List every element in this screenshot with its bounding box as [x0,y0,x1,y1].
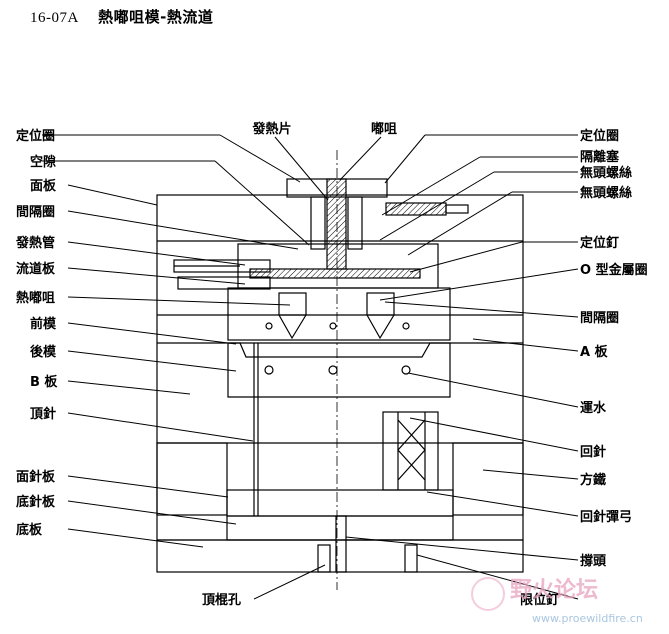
label-return-pin: 回針 [580,444,606,460]
bottom-plate-shape [156,539,524,573]
label-ejector-retainer-plate: 面針板 [16,469,56,485]
leader-lines [42,134,579,600]
ejector-retainer-plate-shape [226,489,454,517]
watermark-url: www.proewildfire.cn [532,612,643,625]
label-nozzle: 嘟咀 [371,121,397,137]
label-insulator: 隔離塞 [580,149,620,165]
watermark-logo-icon [471,577,505,611]
label-spacer-ring-right: 間隔圈 [580,310,619,326]
label-return-spring: 回針彈弓 [580,509,632,525]
label-face-plate: 面板 [30,178,57,194]
label-heater-tube: 發熱管 [15,235,55,251]
watermark-cn: 野火论坛 [510,577,598,603]
label-stop-pin: 限位釘 [520,592,559,608]
label-set-screw-1: 無頭螺絲 [580,165,632,181]
label-spacer-ring-left: 間隔圈 [16,204,55,220]
label-spacer-block: 方鐵 [580,472,606,488]
label-b-plate: B 板 [30,374,58,390]
label-ko-hole: 頂棍孔 [202,592,241,608]
cavity-shape [227,287,451,341]
drawing-title: 熱嘟咀模-熱流道 [98,8,214,26]
label-locating-ring-right: 定位圈 [579,128,619,144]
label-core: 後模 [30,344,57,360]
page-title: 16-07A 熱嘟咀模-熱流道 [30,6,213,27]
label-cooling: 運水 [580,400,607,416]
label-a-plate: A 板 [580,344,609,360]
label-runner-plate: 流道板 [16,261,56,277]
sprue-nozzle-shape [326,178,347,270]
label-hot-nozzle: 熱嘟咀 [16,290,55,306]
drawing-code: 16-07A [30,10,79,26]
label-support-pillar: 撐頭 [580,553,607,569]
label-dowel-pin: 定位釘 [579,235,619,251]
label-ejector-plate: 底針板 [16,494,56,510]
mold-structure [156,178,524,573]
label-heater-sheet: 發熱片 [251,121,291,137]
label-bottom-plate: 底板 [16,522,43,538]
core-shape [227,342,451,398]
label-cavity: 前模 [30,316,57,332]
label-clearance: 空隙 [30,154,56,170]
label-ejector-pin: 頂針 [30,406,56,422]
ejector-plate-shape [226,515,454,541]
watermark: 野火论坛 www.proewildfire.cn [471,577,643,625]
label-locating-ring-left: 定位圈 [15,128,55,144]
label-o-ring: O 型金屬圈 [580,262,648,278]
label-set-screw-2: 無頭螺絲 [580,185,632,201]
